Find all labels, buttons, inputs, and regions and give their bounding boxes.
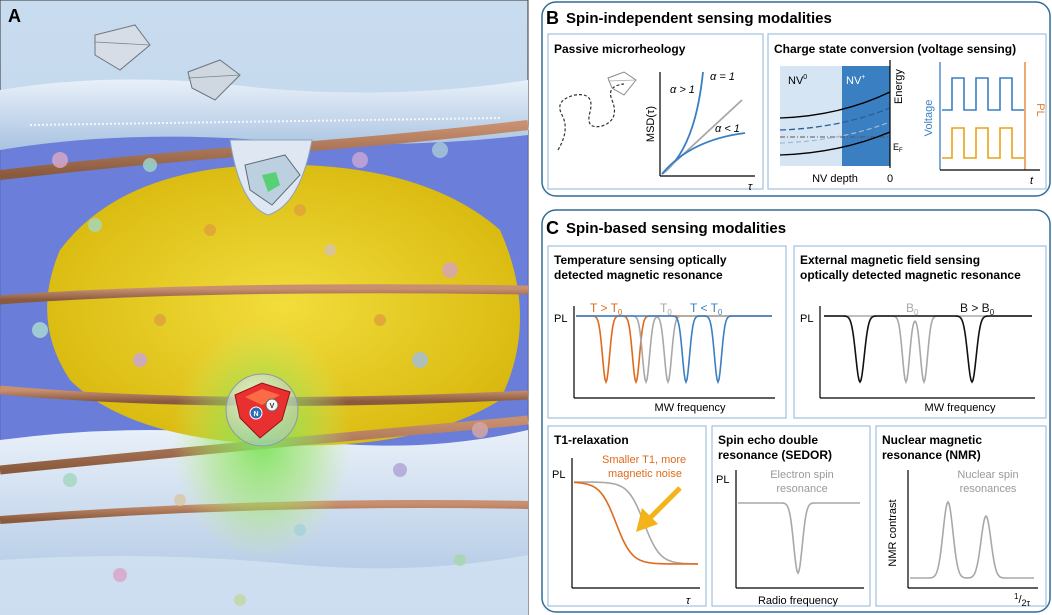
vacancy-label: V — [270, 403, 275, 410]
panel-c-letter: C — [546, 218, 559, 238]
protein-clusters — [32, 142, 488, 606]
sedor-title-1: Spin echo double — [718, 433, 818, 447]
voltage-axis-label: Voltage — [923, 100, 935, 137]
sedor-note-1: Electron spin — [770, 469, 834, 481]
alpha-lt-1-label: α < 1 — [715, 123, 740, 135]
nmr-x-label: 1/2τ — [1014, 592, 1031, 608]
diamond-icon — [607, 71, 637, 96]
panel-b-letter: B — [546, 8, 559, 28]
pl-trace — [942, 127, 1024, 159]
temp-cold-trace — [576, 315, 772, 385]
zero-label: 0 — [887, 173, 893, 185]
nmr-note-2: resonances — [960, 483, 1017, 495]
voltage-trace — [942, 77, 1024, 111]
nmr-title-2: resonance (NMR) — [882, 448, 981, 462]
nmr-note-1: Nuclear spin — [957, 469, 1018, 481]
t1-tau-label: τ — [686, 595, 691, 607]
time-axis-label: t — [1030, 175, 1034, 187]
magnetic-title-2: optically detected magnetic resonance — [800, 268, 1021, 282]
panel-c-title: Spin-based sensing modalities — [566, 220, 786, 237]
diamond-icon — [187, 59, 241, 101]
panel-b: B Spin-independent sensing modalities Pa… — [541, 1, 1051, 197]
fermi-label: EF — [893, 142, 903, 154]
nmr-trace — [910, 500, 1034, 579]
temperature-title-1: Temperature sensing optically — [554, 253, 727, 267]
nmr-title-1: Nuclear magnetic — [882, 433, 982, 447]
panel-b-title: Spin-independent sensing modalities — [566, 10, 832, 27]
energy-label: Energy — [893, 69, 905, 104]
t1-note-1: Smaller T1, more — [602, 454, 686, 466]
panel-c: C Spin-based sensing modalities Temperat… — [541, 209, 1051, 613]
nv0-label: NV0 — [788, 74, 807, 87]
mag-high-label: B > B0 — [960, 301, 995, 317]
mag-pl-label: PL — [800, 313, 813, 325]
panel-a-letter: A — [8, 6, 21, 26]
panel-a-illustration: N V A — [0, 0, 529, 615]
temp-x-label: MW frequency — [655, 402, 726, 414]
diamond-icon — [94, 24, 151, 71]
t1-title: T1-relaxation — [554, 433, 629, 447]
nvplus-label: NV+ — [846, 74, 865, 87]
t1-fast-trace — [573, 481, 698, 565]
t1-box — [547, 425, 707, 607]
sedor-title-2: resonance (SEDOR) — [718, 448, 832, 462]
mag-x-label: MW frequency — [925, 402, 996, 414]
nmr-y-label: NMR contrast — [887, 499, 899, 566]
sedor-x-label: Radio frequency — [758, 595, 839, 607]
temp-ref-label: T0 — [660, 301, 672, 317]
msd-axis-label: MSD(τ) — [645, 106, 657, 142]
tau-axis-label: τ — [748, 181, 753, 193]
temp-hot-label: T > T0 — [590, 301, 623, 317]
magnetic-title-1: External magnetic field sensing — [800, 253, 980, 267]
magnetic-box — [793, 245, 1047, 419]
microrheology-box — [547, 33, 764, 190]
alpha-eq-1-label: α = 1 — [710, 71, 735, 83]
t1-pl-label: PL — [552, 469, 565, 481]
temp-cold-label: T < T0 — [690, 301, 723, 317]
temperature-box — [547, 245, 787, 419]
temp-pl-label: PL — [554, 313, 567, 325]
mag-high-trace — [824, 315, 1032, 384]
arrow-icon — [636, 486, 682, 532]
alpha-gt-1-label: α > 1 — [670, 84, 695, 96]
temperature-title-2: detected magnetic resonance — [554, 268, 723, 282]
t1-ref-trace — [574, 481, 698, 565]
microrheology-title: Passive microrheology — [554, 42, 686, 56]
charge-state-title: Charge state conversion (voltage sensing… — [774, 42, 1016, 56]
sedor-trace — [738, 502, 860, 575]
t1-note-2: magnetic noise — [608, 468, 682, 480]
pl-axis-label: PL — [1034, 103, 1046, 116]
nvplus-region — [842, 66, 890, 166]
diamond-icon — [244, 154, 301, 206]
mag-ref-label: B0 — [906, 301, 919, 317]
nv-diamond: N V — [234, 382, 291, 439]
sedor-pl-label: PL — [716, 474, 729, 486]
nv-depth-label: NV depth — [812, 173, 858, 185]
sedor-note-2: resonance — [776, 483, 827, 495]
nitrogen-label: N — [253, 411, 258, 418]
curve-subdiffusive — [661, 132, 746, 175]
